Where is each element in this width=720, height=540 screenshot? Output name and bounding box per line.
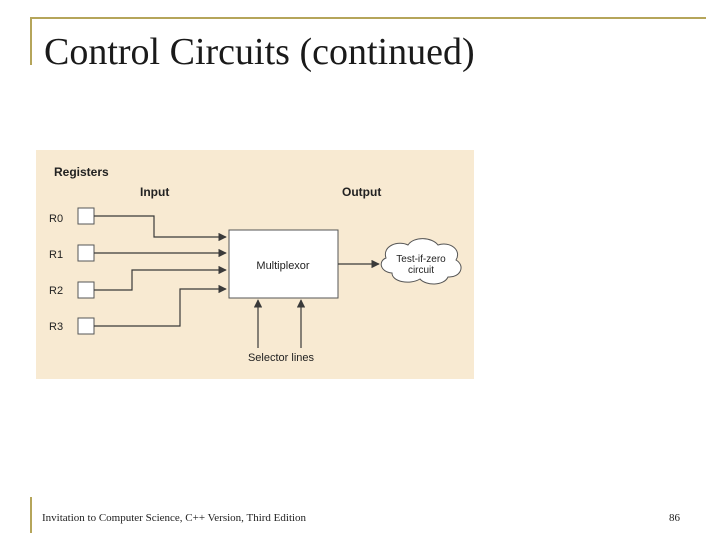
input-line-r3 <box>94 284 227 327</box>
selector-lines-label: Selector lines <box>248 352 315 364</box>
test-circuit-line1: Test-if-zero <box>396 254 446 265</box>
multiplexor-box <box>228 229 339 299</box>
footer-text: Invitation to Computer Science, C++ Vers… <box>42 512 307 524</box>
page-number: 86 <box>669 512 680 524</box>
register-box-r1 <box>77 244 95 262</box>
multiplexor-label: Multiplexor <box>256 260 310 272</box>
register-label-r1: R1 <box>49 249 63 261</box>
register-label-r0: R0 <box>49 213 63 225</box>
frame-top-rule <box>30 17 706 19</box>
slide-title: Control Circuits (continued) <box>44 31 475 73</box>
output-label: Output <box>342 185 381 199</box>
input-label: Input <box>140 185 169 199</box>
register-box-r2 <box>77 281 95 299</box>
test-if-zero-cloud <box>380 238 462 285</box>
register-box-r0 <box>77 207 95 225</box>
frame-left-rule <box>30 17 32 65</box>
register-label-r2: R2 <box>49 285 63 297</box>
register-label-r3: R3 <box>49 321 63 333</box>
input-line-r2 <box>94 265 227 291</box>
input-line-r0 <box>94 215 227 242</box>
footer-rule <box>30 497 32 533</box>
multiplexor-diagram: Registers Input Output R0 R1 R2 R3 Multi… <box>49 165 462 364</box>
multiplexor-figure: Registers Input Output R0 R1 R2 R3 Multi… <box>36 150 474 379</box>
register-box-r3 <box>77 317 95 335</box>
registers-heading: Registers <box>54 165 109 179</box>
test-circuit-line2: circuit <box>408 265 434 276</box>
